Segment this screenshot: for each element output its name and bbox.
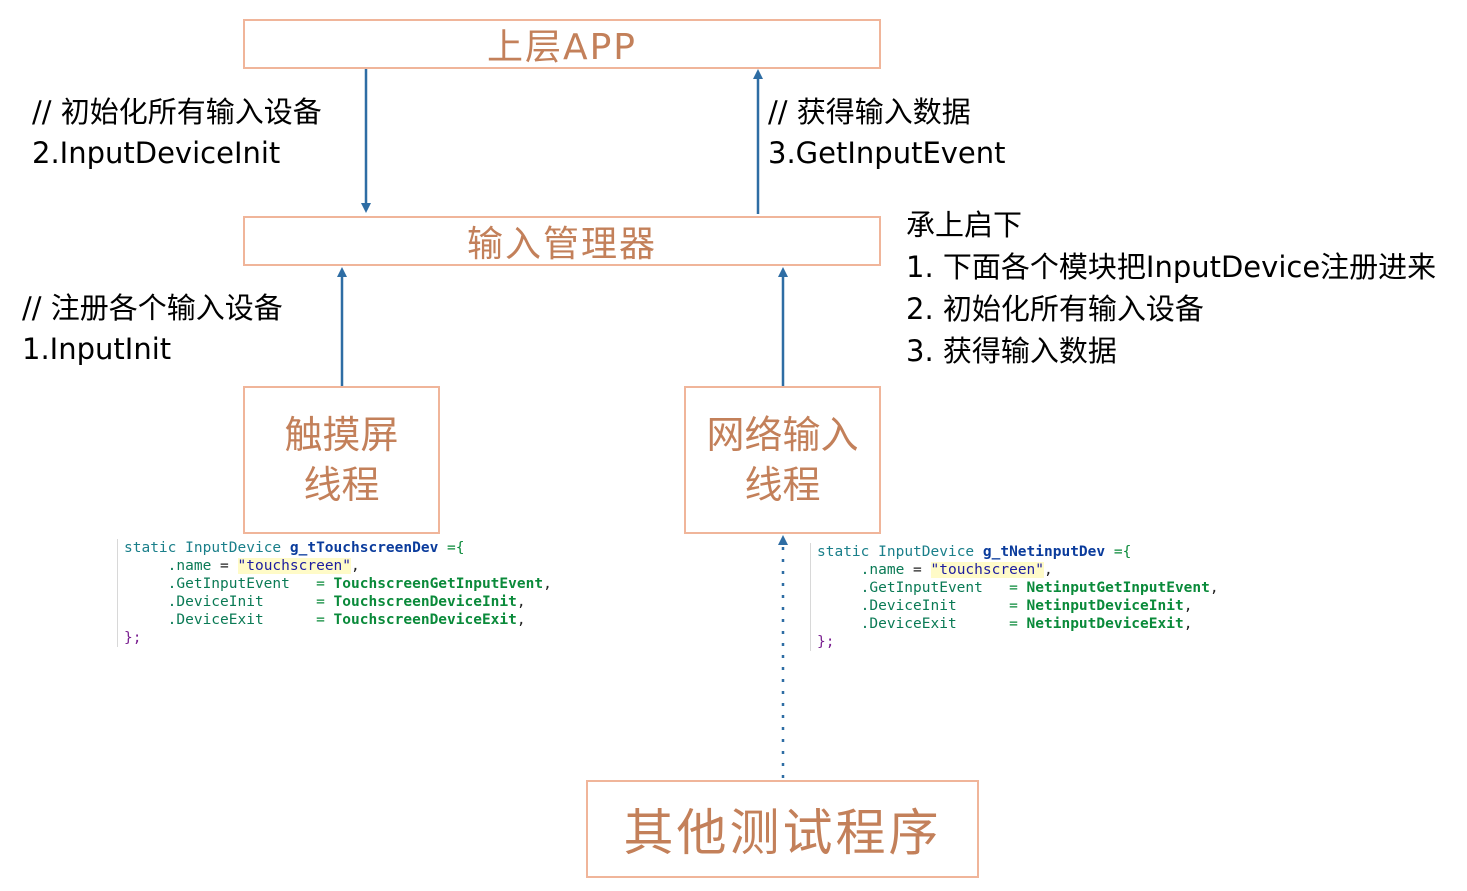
touchscreen-thread-label-1: 触摸屏 [284, 413, 399, 457]
code-field-name: .name [167, 558, 212, 574]
note-item-2: 2. 初始化所有输入设备 [906, 292, 1204, 326]
app-box-label: 上层APP [486, 27, 638, 68]
register-devices-label: // 注册各个输入设备 1.InputInit [22, 288, 283, 370]
code-keyword: static [817, 544, 870, 560]
code-field-deviceexit: .DeviceExit [860, 616, 957, 632]
code-field-deviceinit: .DeviceInit [860, 598, 957, 614]
code-string: "touchscreen" [930, 562, 1045, 578]
touchscreen-thread-box: 触摸屏 线程 [243, 386, 440, 534]
code-string: "touchscreen" [237, 558, 352, 574]
code-open: ={ [438, 540, 465, 556]
code-field-name: .name [860, 562, 905, 578]
code-keyword: static [124, 540, 177, 556]
code-value-getinputevent: NetinputGetInputEvent [1026, 580, 1210, 596]
input-manager-box: 输入管理器 [243, 216, 881, 266]
note-title: 承上启下 [906, 208, 1023, 242]
register-devices-comment: // 注册各个输入设备 [22, 291, 283, 325]
get-input-call: 3.GetInputEvent [768, 136, 1006, 170]
code-type: InputDevice [878, 544, 975, 560]
code-eq: = [904, 562, 931, 578]
manager-notes: 承上启下 1. 下面各个模块把InputDevice注册进来 2. 初始化所有输… [906, 204, 1436, 372]
get-input-label: // 获得输入数据 3.GetInputEvent [768, 92, 1006, 174]
other-test-program-label: 其他测试程序 [623, 804, 942, 862]
code-value-deviceinit: NetinputDeviceInit [1026, 598, 1184, 614]
code-type: InputDevice [185, 540, 282, 556]
touchscreen-code-snippet: static InputDevice g_tTouchscreenDev ={ … [117, 539, 552, 647]
init-devices-comment: // 初始化所有输入设备 [32, 95, 322, 129]
code-field-getinputevent: .GetInputEvent [167, 576, 290, 592]
note-item-3: 3. 获得输入数据 [906, 334, 1117, 368]
code-field-deviceexit: .DeviceExit [167, 612, 264, 628]
init-devices-call: 2.InputDeviceInit [32, 136, 281, 170]
netinput-thread-label-2: 线程 [744, 463, 821, 507]
other-test-program-box: 其他测试程序 [586, 780, 979, 878]
code-field-deviceinit: .DeviceInit [167, 594, 264, 610]
code-value-deviceinit: TouchscreenDeviceInit [333, 594, 517, 610]
code-field-getinputevent: .GetInputEvent [860, 580, 983, 596]
app-box: 上层APP [243, 19, 881, 69]
netinput-thread-label-1: 网络输入 [706, 413, 859, 457]
netinput-thread-box: 网络输入 线程 [684, 386, 881, 534]
code-value-deviceexit: TouchscreenDeviceExit [333, 612, 517, 628]
note-item-1: 1. 下面各个模块把InputDevice注册进来 [906, 250, 1437, 284]
code-close: }; [817, 634, 835, 650]
code-variable: g_tNetinputDev [982, 544, 1106, 560]
netinput-code-snippet: static InputDevice g_tNetinputDev ={ .na… [810, 543, 1219, 651]
init-devices-label: // 初始化所有输入设备 2.InputDeviceInit [32, 92, 322, 174]
code-value-getinputevent: TouchscreenGetInputEvent [333, 576, 544, 592]
code-eq: = [211, 558, 238, 574]
get-input-comment: // 获得输入数据 [768, 95, 971, 129]
code-value-deviceexit: NetinputDeviceExit [1026, 616, 1184, 632]
code-variable: g_tTouchscreenDev [289, 540, 439, 556]
register-devices-call: 1.InputInit [22, 332, 172, 366]
code-open: ={ [1105, 544, 1132, 560]
code-close: }; [124, 630, 142, 646]
input-manager-label: 输入管理器 [466, 224, 657, 265]
touchscreen-thread-label-2: 线程 [303, 463, 380, 507]
